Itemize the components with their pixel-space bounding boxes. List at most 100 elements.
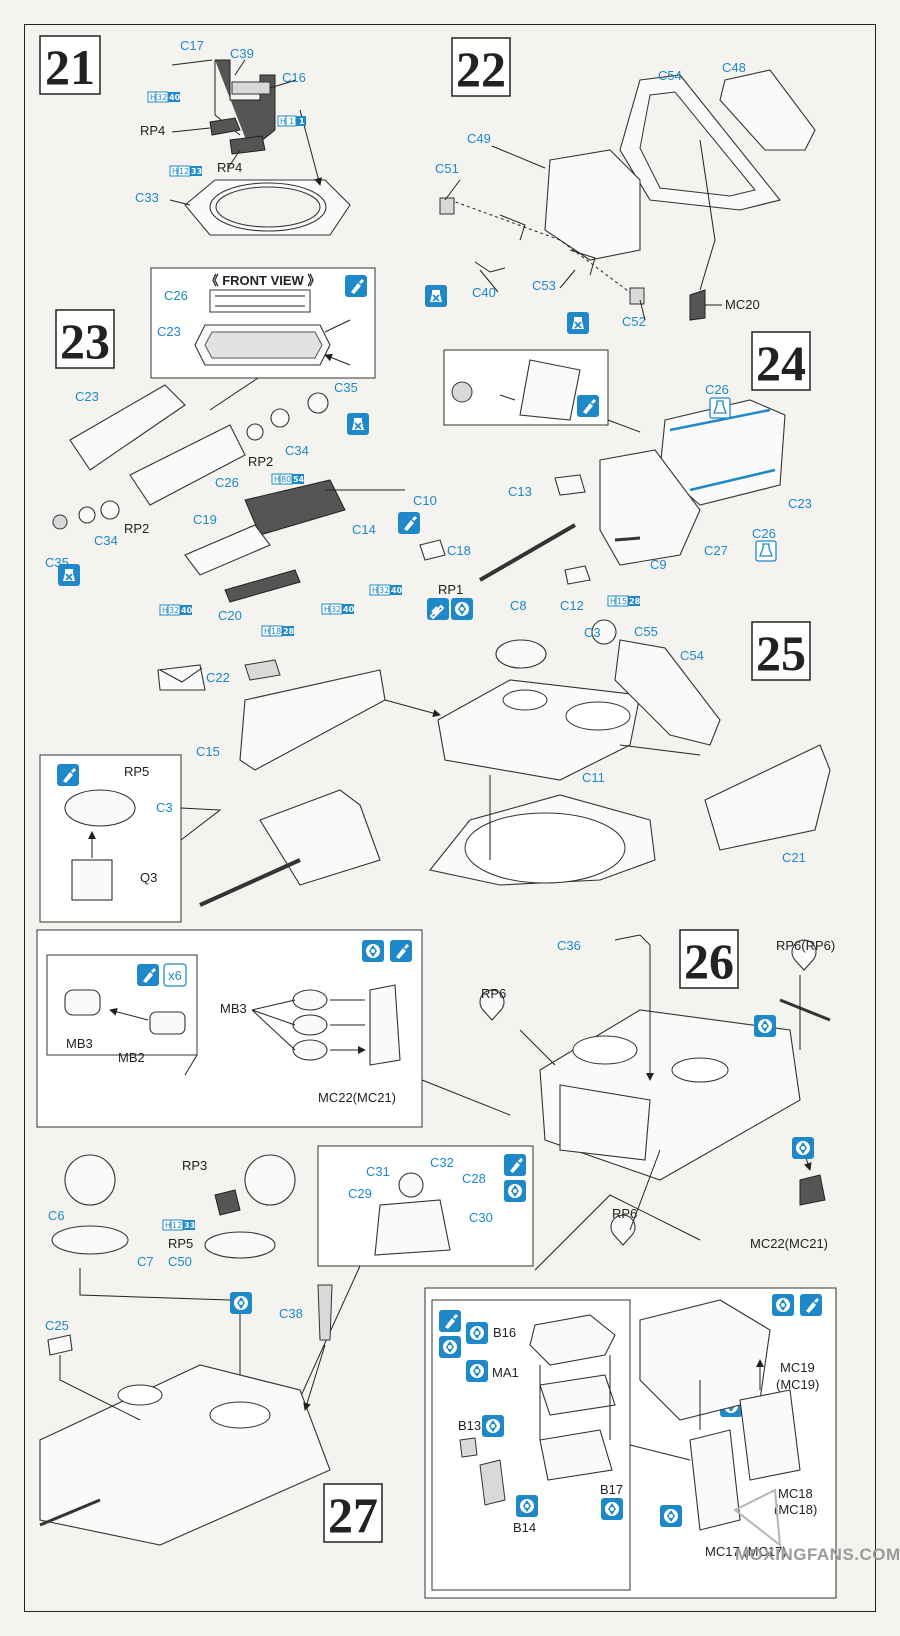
label-c25: C25 (45, 1318, 69, 1333)
label-rp5-b: RP5 (168, 1236, 193, 1251)
svg-text:18: 18 (271, 627, 281, 636)
label-b14: B14 (513, 1520, 536, 1535)
svg-text:H: H (150, 93, 156, 102)
color-code-h3240-d: H 32 40 (321, 603, 355, 615)
label-c32: C32 (430, 1155, 454, 1170)
figure-head (398, 1172, 424, 1198)
mantlet-c23 (69, 384, 186, 471)
label-rp6-c: RP6 (612, 1206, 637, 1221)
cement-icon (516, 1495, 538, 1517)
label-rp6-a: RP6(RP6) (776, 938, 835, 953)
svg-text:40: 40 (181, 606, 193, 615)
color-code-h1528: H 15 28 (607, 595, 641, 607)
gun-mount-c26 (129, 424, 246, 506)
svg-text:80: 80 (281, 475, 291, 484)
label-mc17: MC17 (MC17) (705, 1544, 787, 1559)
side-plate-c21 (704, 744, 831, 851)
front-view-title: 《 FRONT VIEW 》 (206, 273, 321, 288)
svg-text:H: H (165, 1221, 171, 1230)
no-glue-icon (346, 412, 370, 436)
label-c53: C53 (532, 278, 556, 293)
label-b17: B17 (600, 1482, 623, 1497)
glue-icon (57, 764, 79, 786)
step-25-number: 25 (756, 625, 806, 681)
label-c34-a: C34 (285, 443, 309, 458)
svg-text:1: 1 (289, 117, 294, 126)
label-mb3-a: MB3 (66, 1036, 93, 1051)
svg-text:H: H (324, 605, 330, 614)
svg-text:H: H (372, 586, 378, 595)
label-rp1: RP1 (438, 582, 463, 597)
label-mc18-b: (MC18) (774, 1502, 817, 1517)
front-view-c26 (209, 289, 311, 313)
label-c54-a: C54 (658, 68, 682, 83)
paint-icon (426, 597, 450, 621)
page-frame (24, 24, 876, 1612)
label-c7: C7 (137, 1254, 154, 1269)
label-c26-b: C26 (215, 475, 239, 490)
label-c18: C18 (447, 543, 471, 558)
svg-text:54: 54 (293, 475, 305, 484)
label-b16: B16 (493, 1325, 516, 1340)
seat-rp4-right (229, 135, 266, 155)
hatch-c50-open (244, 1154, 296, 1206)
mount-mc22-b (799, 1174, 826, 1206)
label-c34-b: C34 (94, 533, 118, 548)
label-c26-c: C26 (705, 382, 729, 397)
mb3-inset: x6 MB3 MB2 MB3 MC22(MC21) (36, 929, 511, 1128)
periscope-rp3 (214, 1189, 241, 1216)
shield-c27 (599, 449, 701, 566)
part-c54-b (614, 639, 721, 746)
cement-icon (362, 940, 384, 962)
cement-icon (466, 1360, 488, 1382)
label-c52: C52 (622, 314, 646, 329)
rack-ma1 (539, 1374, 616, 1416)
storage-inset: B16 MA1 B13 B17 B14 MC19 (MC19) MC18 (MC… (424, 1194, 837, 1599)
no-glue-icon (57, 563, 81, 587)
cement-icon (482, 1415, 504, 1437)
gun-c14 (244, 479, 346, 536)
label-rp6-b: RP6 (481, 986, 506, 1001)
label-rp2-a: RP2 (248, 454, 273, 469)
label-c51: C51 (435, 161, 459, 176)
step-21-box (39, 35, 101, 95)
part-c12 (564, 565, 591, 585)
label-c12: C12 (560, 598, 584, 613)
label-c20: C20 (218, 608, 242, 623)
barrel-c20 (184, 524, 271, 576)
color-code-h8054: H 80 54 (271, 473, 305, 485)
glue-icon (800, 1294, 822, 1316)
cover-c55 (591, 619, 617, 645)
color-code-h3240-b: H 32 40 (369, 584, 403, 596)
step-21-number: 21 (45, 39, 95, 95)
svg-text:40: 40 (169, 93, 181, 102)
visor-c49 (544, 149, 641, 261)
cement-icon (230, 1292, 252, 1314)
label-c23-a: C23 (157, 324, 181, 339)
label-c49: C49 (467, 131, 491, 146)
part-c22 (244, 659, 281, 681)
cement-icon (754, 1015, 776, 1037)
step-26-number: 26 (684, 933, 734, 989)
label-q3: Q3 (140, 870, 157, 885)
svg-text:H: H (274, 475, 280, 484)
label-c21: C21 (782, 850, 806, 865)
label-c31: C31 (366, 1164, 390, 1179)
svg-text:32: 32 (157, 93, 167, 102)
label-c19: C19 (193, 512, 217, 527)
svg-text:32: 32 (379, 586, 389, 595)
svg-text:32: 32 (331, 605, 341, 614)
label-c39: C39 (230, 46, 254, 61)
glue-icon (577, 395, 599, 417)
figure-body (374, 1199, 451, 1256)
step-27-number: 27 (328, 1487, 378, 1543)
label-rp4-a: RP4 (140, 123, 165, 138)
paper-plane-icon (733, 1488, 782, 1548)
label-c9: C9 (650, 557, 667, 572)
side-plate-c15 (239, 669, 386, 771)
svg-text:40: 40 (343, 605, 355, 614)
label-c50: C50 (168, 1254, 192, 1269)
label-mc19-b: (MC19) (776, 1377, 819, 1392)
label-x6: x6 (168, 968, 182, 983)
part-b14 (479, 1459, 506, 1506)
